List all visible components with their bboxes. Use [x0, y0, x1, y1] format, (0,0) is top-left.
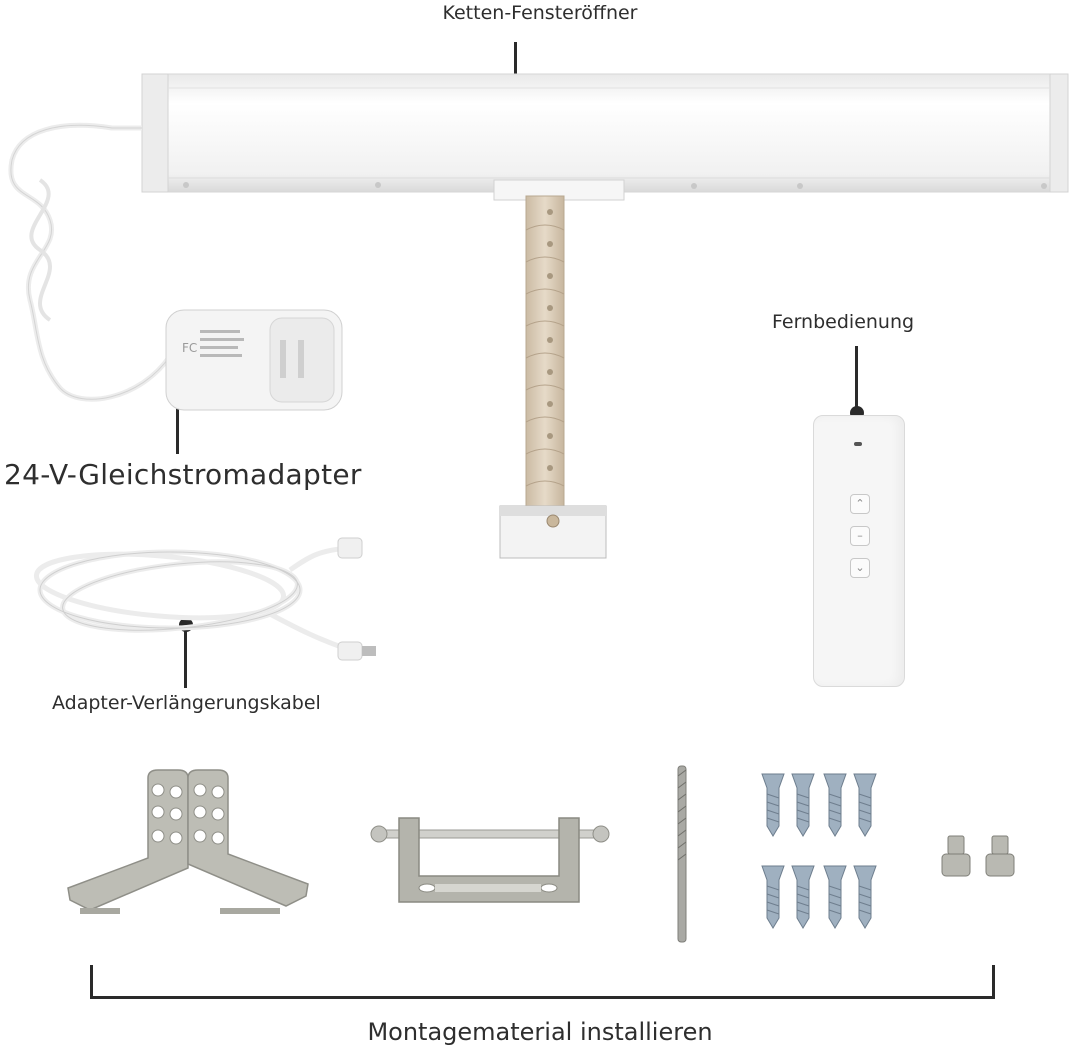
mounting-material-bracket	[90, 965, 995, 999]
remote-pointer-line	[855, 346, 858, 412]
opener-pointer-line	[514, 42, 517, 102]
remote-control-label: Fernbedienung	[772, 311, 915, 333]
adapter-fcc-mark: FC	[182, 341, 197, 355]
dc-adapter-image: FC	[165, 309, 343, 411]
u-bracket-image	[370, 817, 610, 903]
remote-stop-button[interactable]: –	[850, 526, 870, 546]
up-arrow-icon: ⌃	[855, 497, 865, 510]
bolts-image	[941, 835, 1015, 877]
cable-pointer-line	[184, 624, 187, 688]
extension-cable-label: Adapter-Verlängerungskabel	[52, 692, 321, 714]
down-arrow-icon: ⌄	[855, 561, 865, 574]
dc-adapter-label: 24-V-Gleichstromadapter	[4, 458, 362, 491]
remote-indicator-light	[854, 442, 862, 446]
drill-bit-image	[677, 765, 687, 943]
remote-control: ⌃ – ⌄	[813, 415, 905, 687]
mounting-material-label: Montagematerial installieren	[367, 1018, 713, 1046]
stop-icon: –	[857, 529, 863, 542]
angle-brackets-image	[67, 769, 309, 914]
extension-cable-image	[33, 537, 376, 661]
screws-image	[761, 773, 877, 929]
adapter-pointer-line	[176, 392, 179, 454]
remote-up-button[interactable]: ⌃	[850, 494, 870, 514]
remote-down-button[interactable]: ⌄	[850, 558, 870, 578]
chain-window-opener-label: Ketten-Fensteröffner	[442, 2, 638, 24]
chain-window-opener-image	[8, 73, 1069, 559]
